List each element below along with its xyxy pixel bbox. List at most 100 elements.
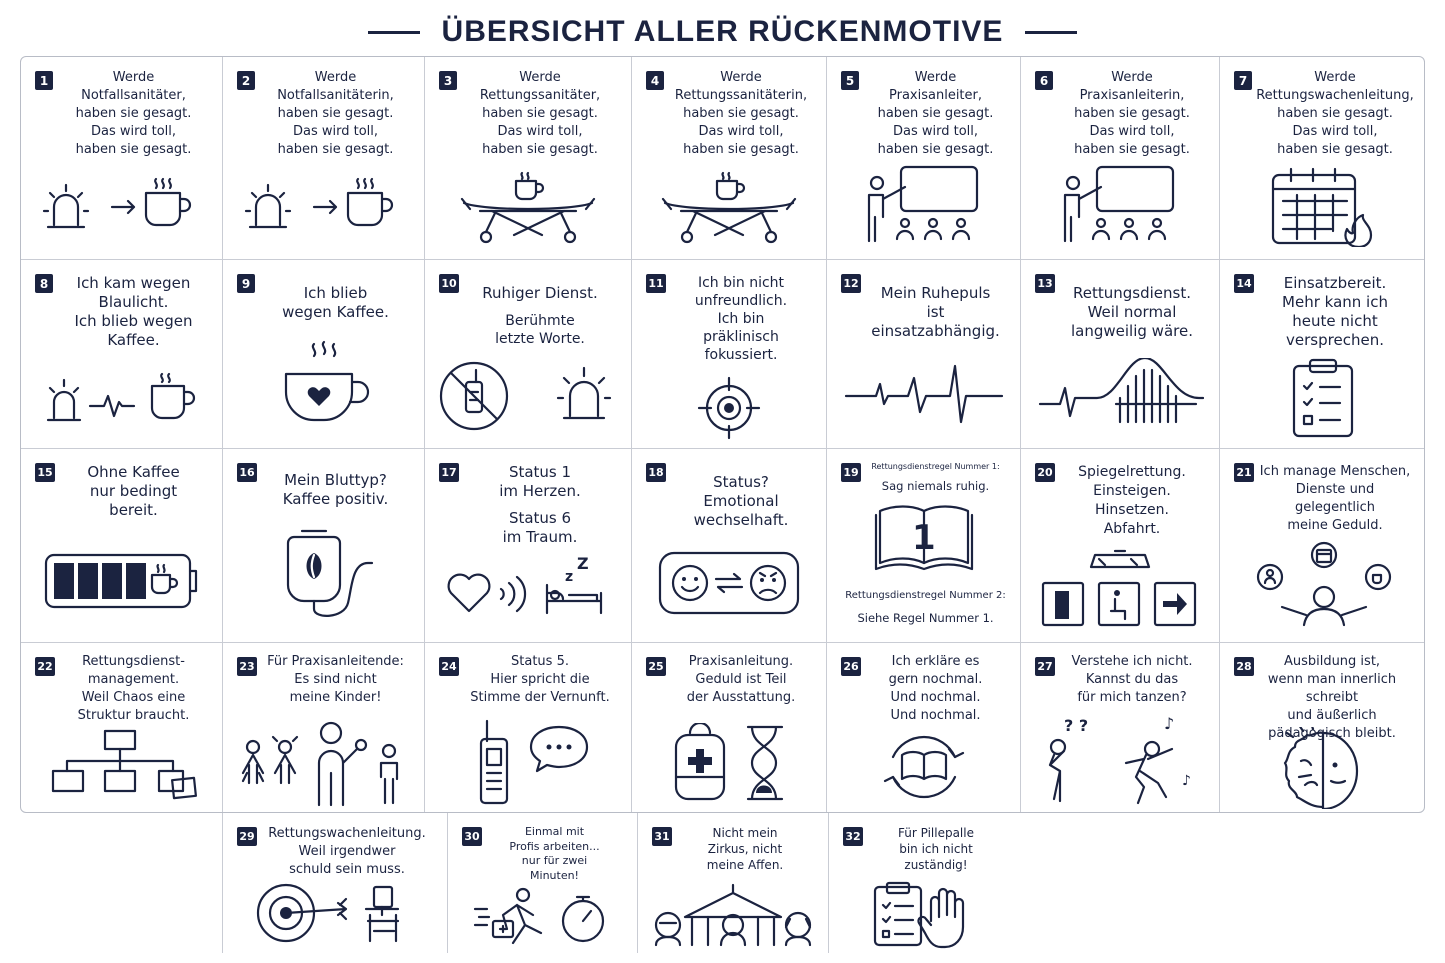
motif-card-11: 11 Ich bin nicht unfreundlich. Ich bin p…: [632, 260, 827, 449]
motif-text: Rettungsdienst. Weil normal langweilig w…: [1071, 284, 1193, 340]
siren-pulse-coffee-icon: [21, 372, 222, 426]
motif-text: Ausbildung ist, wenn man innerlich schre…: [1267, 654, 1397, 741]
heartbeat-icon: [827, 360, 1020, 430]
motif-number: 29: [237, 827, 257, 846]
svg-text:♪: ♪: [1182, 773, 1191, 789]
motif-text: Für Pillepalle bin ich nicht zuständig!: [898, 826, 974, 872]
motif-text: Einmal mit Profis arbeiten... nur für zw…: [509, 825, 600, 882]
motif-text: Werde Praxisanleiter, haben sie gesagt. …: [877, 70, 994, 157]
motif-subtext: Berühmte letzte Worte.: [495, 313, 585, 347]
motif-text: Status 1 im Herzen.: [499, 463, 581, 500]
motif-card-30: 30 Einmal mit Profis arbeiten... nur für…: [448, 813, 638, 953]
svg-text:♪: ♪: [1164, 714, 1174, 733]
coffee-heart-icon: [223, 340, 424, 432]
motif-number: 3: [439, 71, 457, 90]
motif-number: 10: [439, 274, 459, 293]
split-face-icon: [1220, 727, 1424, 809]
motif-rule-1: Sag niemals ruhig.: [881, 479, 990, 493]
org-chart-icon: [21, 729, 222, 801]
motif-text: Werde Praxisanleiterin, haben sie gesagt…: [1074, 70, 1190, 157]
motif-number: 6: [1035, 71, 1053, 90]
motif-number: 16: [237, 463, 257, 482]
motif-subtext: Status 6 im Traum.: [502, 509, 578, 546]
motif-number: 15: [35, 463, 55, 482]
motif-card-25: 25 Praxisanleitung. Geduld ist Teil der …: [632, 643, 827, 812]
mood-switch-icon: [632, 549, 826, 617]
svg-text:Z: Z: [577, 555, 589, 573]
motif-number: 14: [1234, 274, 1254, 293]
motif-number: 18: [646, 463, 666, 482]
motif-card-1: 1 Werde Notfallsanitäter, haben sie gesa…: [21, 57, 223, 260]
motif-card-2: 2 Werde Notfallsanitäterin, haben sie ge…: [223, 57, 425, 260]
motif-card-32: 32 Für Pillepalle bin ich nicht zuständi…: [829, 813, 1019, 953]
motif-number: 23: [237, 657, 257, 676]
motif-text: Ich erkläre es gern nochmal. Und nochmal…: [888, 654, 983, 723]
motif-text: Werde Notfallsanitäter, haben sie gesagt…: [75, 70, 192, 157]
checklist-icon: [1220, 358, 1424, 440]
motif-number: 13: [1035, 274, 1055, 293]
mirror-door-seat-arrow-icon: [1021, 549, 1219, 629]
motif-card-29: 29 Rettungswachenleitung. Weil irgendwer…: [222, 813, 448, 953]
motif-card-16: 16 Mein Bluttyp? Kaffee positiv.: [223, 449, 425, 643]
motif-card-26: 26 Ich erkläre es gern nochmal. Und noch…: [827, 643, 1021, 812]
motif-text: Ruhiger Dienst.: [482, 284, 598, 302]
teacher-board-icon: [1021, 165, 1219, 245]
motif-text: Spiegelrettung. Einsteigen. Hinsetzen. A…: [1078, 464, 1186, 537]
motif-text: Werde Rettungssanitäterin, haben sie ges…: [674, 70, 808, 157]
confused-dancing-icon: ? ?♪♪: [1021, 713, 1219, 805]
target-desk-icon: [223, 881, 447, 943]
motif-card-15: 15 Ohne Kaffee nur bedingt bereit.: [21, 449, 223, 643]
clipboard-hand-icon: [829, 881, 1019, 949]
motif-rule-2-title: Rettungsdienstregel Nummer 2:: [845, 590, 1006, 601]
motif-card-19: 19 Rettungsdienstregel Nummer 1: Sag nie…: [827, 449, 1021, 643]
motif-text: Mein Ruhepuls ist einsatzabhängig.: [871, 284, 1000, 340]
page-title: ÜBERSICHT ALLER RÜCKENMOTIVE: [441, 15, 1004, 48]
motif-number: 24: [439, 657, 459, 676]
medbag-hourglass-icon: [632, 723, 826, 803]
calendar-fire-icon: [1220, 167, 1424, 247]
motif-text: Einsatzbereit. Mehr kann ich heute nicht…: [1282, 274, 1388, 349]
motif-number: 9: [237, 274, 255, 293]
motif-card-20: 20 Spiegelrettung. Einsteigen. Hinsetzen…: [1021, 449, 1220, 643]
motif-number: 21: [1234, 463, 1254, 482]
motif-number: 2: [237, 71, 255, 90]
motif-card-14: 14 Einsatzbereit. Mehr kann ich heute ni…: [1220, 260, 1424, 449]
book-cycle-icon: [827, 729, 1020, 805]
stretcher-coffee-icon: [425, 171, 631, 245]
motif-card-13: 13 Rettungsdienst. Weil normal langweili…: [1021, 260, 1220, 449]
motif-number: 8: [35, 274, 53, 293]
svg-text:z: z: [565, 569, 573, 585]
motif-row-bottom: 29 Rettungswachenleitung. Weil irgendwer…: [222, 813, 1019, 953]
motif-card-22: 22 Rettungsdienst- management. Weil Chao…: [21, 643, 223, 812]
motif-text: Status 5. Hier spricht die Stimme der Ve…: [470, 654, 610, 705]
motif-card-9: 9 Ich blieb wegen Kaffee.: [223, 260, 425, 449]
motif-card-12: 12 Mein Ruhepuls ist einsatzabhängig.: [827, 260, 1021, 449]
motif-number: 25: [646, 657, 666, 676]
motif-grid: 1 Werde Notfallsanitäter, haben sie gesa…: [20, 56, 1425, 813]
motif-number: 31: [652, 827, 672, 846]
motif-text: Praxisanleitung. Geduld ist Teil der Aus…: [686, 654, 796, 705]
motif-text: Mein Bluttyp? Kaffee positiv.: [282, 471, 389, 508]
motif-card-10: 10 Ruhiger Dienst. Berühmte letzte Worte…: [425, 260, 632, 449]
motif-text: Ohne Kaffee nur bedingt bereit.: [87, 463, 180, 519]
pulse-rollercoaster-icon: [1021, 358, 1219, 424]
motif-text: Status? Emotional wechselhaft.: [693, 473, 789, 529]
motif-text: Ich bin nicht unfreundlich. Ich bin präk…: [694, 275, 788, 363]
motif-card-3: 3 Werde Rettungssanitäter, haben sie ges…: [425, 57, 632, 260]
motif-card-21: 21 Ich manage Menschen, Dienste und gele…: [1220, 449, 1424, 643]
no-radio-siren-icon: [425, 358, 631, 434]
motif-card-6: 6 Werde Praxisanleiterin, haben sie gesa…: [1021, 57, 1220, 260]
stretcher-coffee-icon: [632, 171, 826, 245]
motif-text: Nicht mein Zirkus, nicht meine Affen.: [706, 826, 784, 872]
motif-number: 28: [1234, 657, 1254, 676]
motif-card-8: 8 Ich kam wegen Blaulicht. Ich blieb weg…: [21, 260, 223, 449]
motif-number: 11: [646, 274, 666, 293]
motif-text: Ich manage Menschen, Dienste und gelegen…: [1259, 464, 1411, 533]
motif-text: Ich kam wegen Blaulicht. Ich blieb wegen…: [74, 274, 193, 349]
coffee-infusion-bag-icon: [223, 523, 424, 623]
motif-number: 26: [841, 657, 861, 676]
motif-number: 12: [841, 274, 861, 293]
motif-number: 17: [439, 463, 459, 482]
title-rule-right: [1025, 30, 1078, 34]
motif-number: 4: [646, 71, 664, 90]
